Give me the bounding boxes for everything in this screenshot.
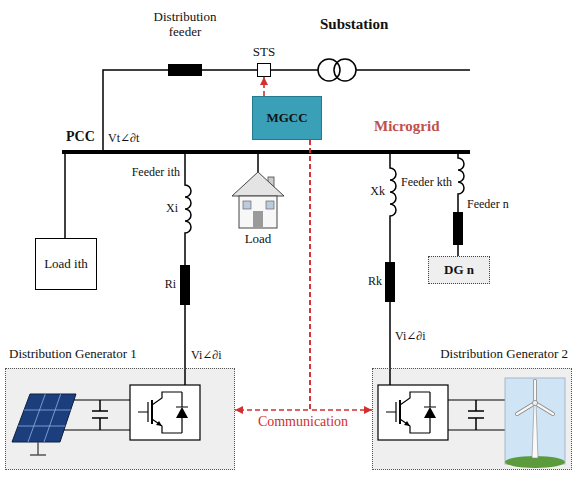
turbine-hub: [532, 400, 537, 405]
reactance-label: Xk: [370, 185, 385, 199]
igbt-symbol: [399, 400, 401, 424]
generator-panel: Distribution Generator 2: [372, 346, 572, 470]
panel-grid: [24, 410, 71, 411]
transformer-winding: [334, 59, 356, 81]
feeder-label: Feeder kth: [401, 176, 452, 190]
switch-label: STS: [251, 45, 278, 60]
igbt-gate: [138, 402, 148, 422]
arrow-head: [235, 406, 243, 414]
dc-wire: [448, 400, 505, 430]
feeder-label: Feeder ith: [132, 166, 180, 180]
voltage-label: Vi∠∂i: [395, 330, 426, 344]
igbt-arrow: [156, 421, 162, 426]
resistor-symbol: [180, 265, 190, 305]
load-box: Load ith: [35, 238, 97, 290]
reactance-label: Xi: [166, 202, 178, 216]
turbine-sky: [505, 378, 565, 464]
igbt-arrow: [404, 421, 410, 426]
feeder-impedance: [168, 64, 202, 76]
link-line: [310, 140, 372, 410]
igbt-symbol: [152, 392, 188, 433]
converter-box: [130, 385, 200, 440]
house-door: [253, 211, 263, 228]
panel-grid: [44, 394, 61, 442]
igbt-gate: [386, 402, 396, 422]
converter-box: [378, 385, 448, 440]
panel-heading: Distribution Generator 2: [372, 346, 572, 363]
turbine-tower: [532, 404, 538, 458]
house-window: [266, 201, 274, 209]
bus-label: PCC: [66, 129, 95, 145]
solar-panel: [12, 394, 76, 442]
resistor-symbol: [453, 212, 463, 245]
diode-symbol: [424, 407, 436, 418]
communication-link: [235, 140, 310, 414]
house-roof: [232, 172, 284, 196]
link-label: Communication: [256, 414, 350, 430]
generator-panel: Distribution Generator 1: [5, 346, 235, 470]
region-label: Microgrid: [374, 118, 440, 135]
panel-frame: [5, 368, 235, 470]
resistance-label: Ri: [165, 278, 176, 292]
feeder-label: Distribution feeder: [139, 10, 231, 40]
node-text: Load ith: [44, 256, 88, 272]
feeder-label: Feeder n: [467, 198, 509, 212]
panel-grid: [28, 394, 45, 442]
communication-link: [260, 77, 268, 96]
igbt-symbol: [400, 392, 436, 433]
switch-box: STS: [251, 45, 278, 77]
voltage-label: Vt∠∂t: [108, 132, 139, 146]
load-label: Load: [245, 232, 272, 247]
house-body: [239, 196, 277, 228]
panel-ground: [372, 368, 572, 470]
link-line: [235, 140, 310, 410]
generator-box: DG n: [428, 256, 490, 284]
controller-box: MGCC: [252, 96, 322, 140]
switch-symbol: [257, 63, 271, 77]
house-window: [243, 201, 251, 209]
voltage-label: Vi∠∂i: [191, 349, 222, 363]
feeder-wire: [356, 69, 470, 71]
igbt-symbol: [151, 400, 153, 424]
panel-stand: [30, 442, 46, 455]
pcc-bus: [62, 150, 470, 154]
turbine-blade: [517, 381, 553, 414]
resistor-symbol: [385, 262, 395, 302]
load-wire: [64, 152, 66, 238]
node-text: MGCC: [266, 110, 307, 126]
dc-wire: [64, 400, 130, 430]
communication-link: [310, 140, 372, 414]
diode-symbol: [176, 407, 188, 418]
panel-frame: [372, 368, 572, 470]
resistance-label: Rk: [368, 275, 382, 289]
arrow-head: [364, 406, 372, 414]
turbine-blade: [517, 381, 553, 414]
arrow-head: [260, 77, 268, 85]
capacitor-symbol: [468, 400, 484, 430]
node-text: DG n: [444, 262, 474, 278]
panel-ground: [5, 368, 235, 470]
load-wire: [257, 152, 259, 172]
substation-label: Substation: [320, 16, 388, 33]
capacitor-symbol: [92, 400, 108, 430]
panel-grid: [18, 426, 65, 427]
